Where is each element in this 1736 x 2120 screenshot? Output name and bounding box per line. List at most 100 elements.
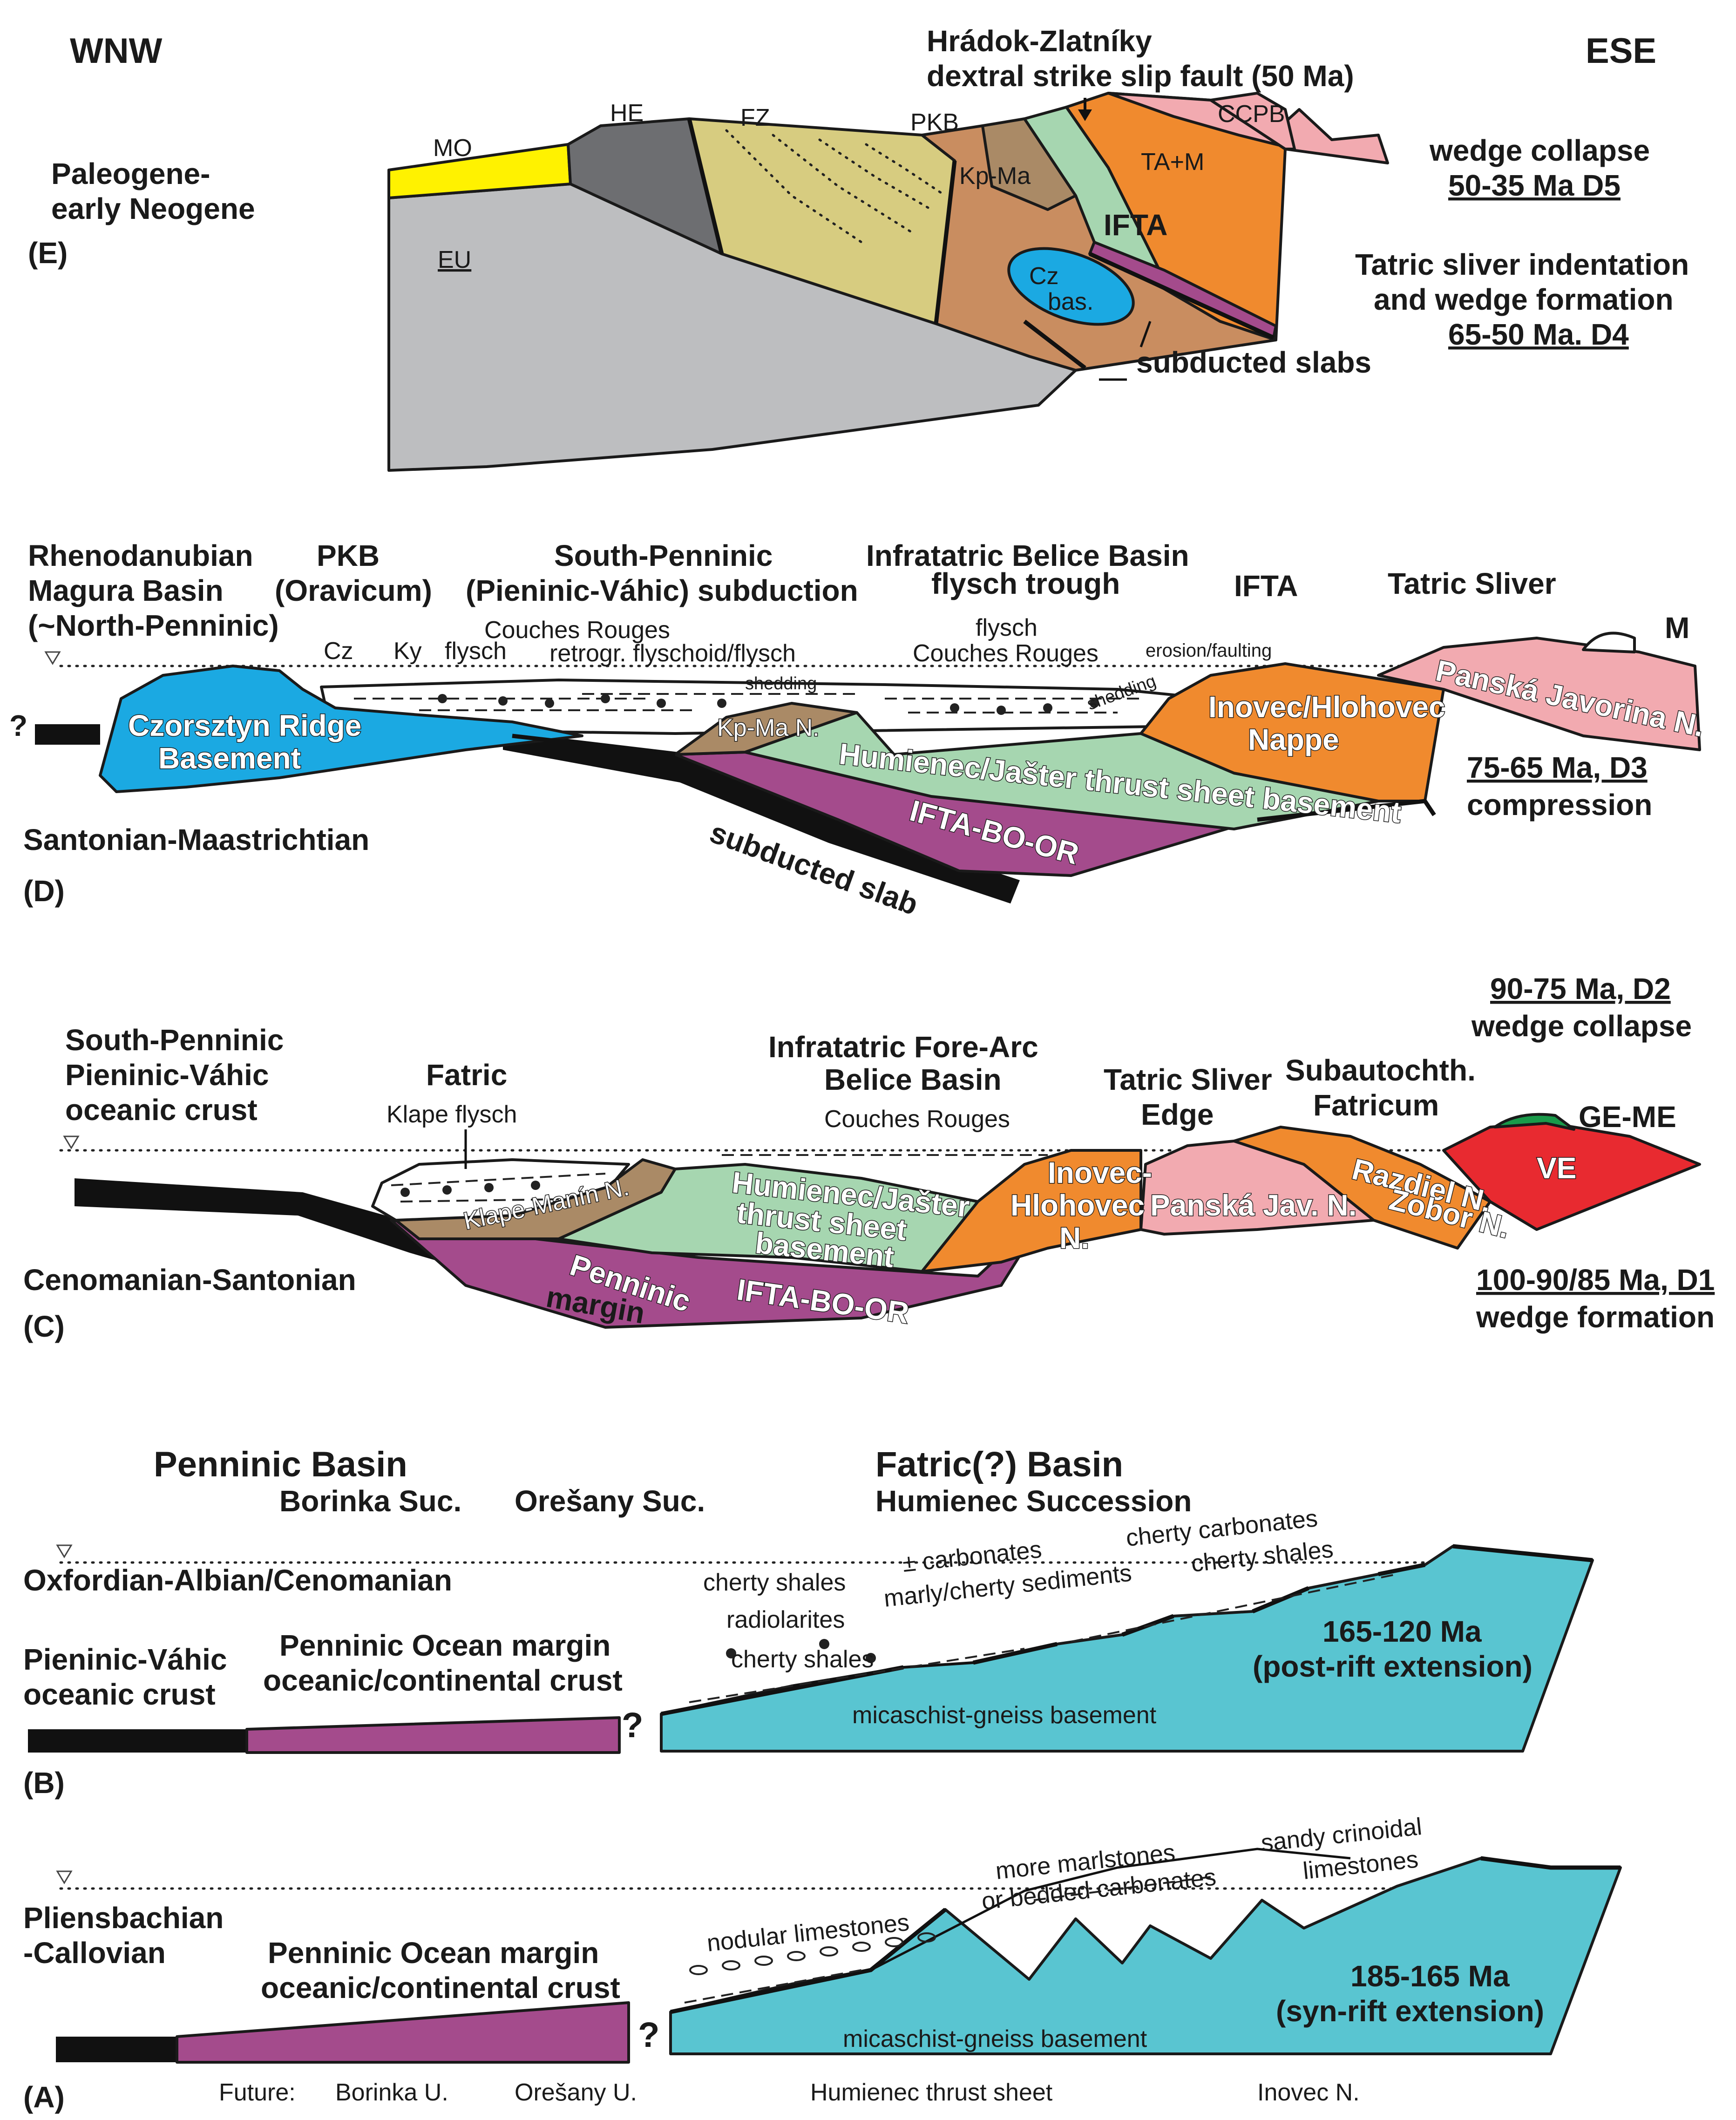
sediment-dashes-b [689, 1573, 1397, 1703]
tatric-sliver-d: Tatric Sliver [1388, 567, 1556, 600]
future-humienec: Humienec thrust sheet [810, 2079, 1053, 2106]
thrust-line-d [1257, 799, 1436, 822]
future-inovec: Inovec N. [1257, 2079, 1360, 2106]
flysch-small-1: flysch [445, 638, 507, 665]
ve-label: VE [1537, 1151, 1576, 1185]
penninic-basin: Penninic Basin [154, 1445, 407, 1484]
ese-label: ESE [1586, 31, 1656, 71]
mo-label: MO [433, 135, 472, 162]
cherty-shales-1: cherty shales [703, 1569, 846, 1596]
m-dome-d [1582, 632, 1636, 653]
panel-a-letter: (A) [23, 2080, 65, 2114]
sp-c-1: South-Penninic [65, 1023, 284, 1057]
inovec-c [921, 1149, 1142, 1273]
event-d4-a: Tatric sliver indentation [1355, 248, 1689, 281]
inovec-c-2: Hlohovec [1010, 1189, 1145, 1222]
event-d3-b: compression [1467, 788, 1652, 822]
czorsztyn-label-1: Czorsztyn Ridge [128, 709, 361, 742]
oresany-suc: Orešany Suc. [515, 1484, 705, 1518]
period-d: Santonian-Maastrichtian [23, 823, 369, 856]
panel-d-letter: (D) [23, 874, 65, 908]
event-d5-a: wedge collapse [1429, 134, 1650, 167]
geme-c: GE-ME [1579, 1100, 1676, 1134]
couches-small-1: Couches Rouges [484, 617, 670, 644]
sediment-dots-c [400, 1181, 540, 1197]
m-small: M [1665, 611, 1689, 645]
pkb-label: PKB [910, 109, 959, 136]
period-e-2: early Neogene [51, 192, 255, 225]
fatric-basin: Fatric(?) Basin [875, 1445, 1123, 1484]
event-d5-b: 50-35 Ma D5 [1448, 169, 1621, 202]
ge-me-cap-c [1493, 1113, 1575, 1131]
sediment-top-a [870, 1848, 1351, 1971]
fz-label: FZ [740, 104, 770, 131]
slab-arrow [1139, 321, 1152, 347]
rheno-3: (~North-Penninic) [28, 609, 279, 642]
oceanic-stub-d [35, 724, 100, 745]
panel-e: WNW ESE [28, 24, 1689, 472]
event-d4-c: 65-50 Ma. D4 [1448, 318, 1629, 351]
cz-small: Cz [324, 638, 353, 665]
cz-basement-unit [1007, 247, 1135, 326]
pv-b-1: Pieninic-Váhic [23, 1643, 227, 1676]
radiolarites: radiolarites [726, 1606, 845, 1633]
age-b: 165-120 Ma [1322, 1615, 1482, 1648]
klape-flysch-c: Klape flysch [387, 1101, 517, 1128]
ccpb-label: CCPB [1218, 101, 1285, 128]
sediment-dashes-a [684, 1876, 1211, 2004]
event-d3-a: 75-65 Ma, D3 [1467, 751, 1648, 784]
shedding-small-1: shedding [745, 674, 817, 693]
rheno-1: Rhenodanubian [28, 539, 253, 572]
inovec-d-label-1: Inovec/Hlohovec [1208, 690, 1445, 724]
czorsztyn-ridge-d [99, 665, 583, 793]
inovec-c-3: N. [1059, 1221, 1089, 1255]
he-label: HE [610, 100, 644, 127]
oceanic-crust-a [56, 2037, 177, 2062]
age-a: 185-165 Ma [1350, 1959, 1510, 1993]
panel-d: Rhenodanubian Magura Basin (~North-Penni… [9, 539, 1708, 922]
period-e-1: Paleogene- [51, 157, 210, 190]
pom-a-2: oceanic/continental crust [261, 1971, 620, 2004]
pkb-d-2: (Oravicum) [275, 574, 432, 607]
oceanic-crust-c [75, 1178, 531, 1285]
event-d2-a: 90-75 Ma, D2 [1490, 972, 1671, 1006]
type-a: (syn-rift extension) [1276, 1994, 1544, 2028]
panel-e-letter: (E) [28, 236, 68, 270]
belice-2: flysch trough [931, 567, 1120, 600]
pom-a-1: Penninic Ocean margin [268, 1936, 599, 1970]
panel-b: Penninic Basin Borinka Suc. Orešany Suc.… [23, 1445, 1594, 1800]
kp-ma-unit [981, 117, 1077, 211]
panel-c-letter: (C) [23, 1310, 65, 1343]
pv-b-2: oceanic crust [23, 1678, 216, 1711]
subducted-slab-d [503, 731, 1020, 904]
basement-a-label: micaschist-gneiss basement [843, 2025, 1147, 2052]
retrogr-small: retrogr. flyschoid/flysch [549, 640, 796, 667]
sea-level-marker [44, 651, 61, 665]
fz-fold-line [818, 138, 933, 211]
period-a-1: Pliensbachian [23, 1901, 224, 1935]
period-b: Oxfordian-Albian/Cenomanian [23, 1563, 452, 1597]
pom-b-2: oceanic/continental crust [263, 1664, 623, 1697]
sea-level-marker [56, 1544, 73, 1558]
sub-c-2: Fatricum [1313, 1088, 1439, 1122]
inovec-c-1: Inovec- [1048, 1156, 1152, 1189]
sp-c-3: oceanic crust [65, 1093, 258, 1127]
sea-level-marker [56, 1870, 73, 1884]
slab-fault [1023, 319, 1086, 370]
kp-ma-d-label: Kp-Ma N. [717, 714, 820, 741]
thrust-fault [934, 160, 957, 324]
pom-b-1: Penninic Ocean margin [279, 1629, 610, 1662]
cz-label: Cz [1029, 263, 1059, 290]
belice-1: Infratatric Belice Basin [866, 539, 1189, 572]
erosion-small: erosion/faulting [1146, 640, 1272, 661]
q-small: ? [9, 709, 27, 742]
edge-c-1: Tatric Sliver [1104, 1063, 1272, 1096]
penninic-margin-a [176, 2001, 630, 2064]
fz-fold-line [772, 134, 914, 234]
forearc-1: Infratatric Fore-Arc [768, 1030, 1038, 1064]
future-borinka: Borinka U. [335, 2079, 448, 2106]
basement-b-label: micaschist-gneiss basement [852, 1702, 1157, 1729]
cherty-shales-2: cherty shales [731, 1646, 874, 1673]
period-c: Cenomanian-Santonian [23, 1263, 356, 1297]
